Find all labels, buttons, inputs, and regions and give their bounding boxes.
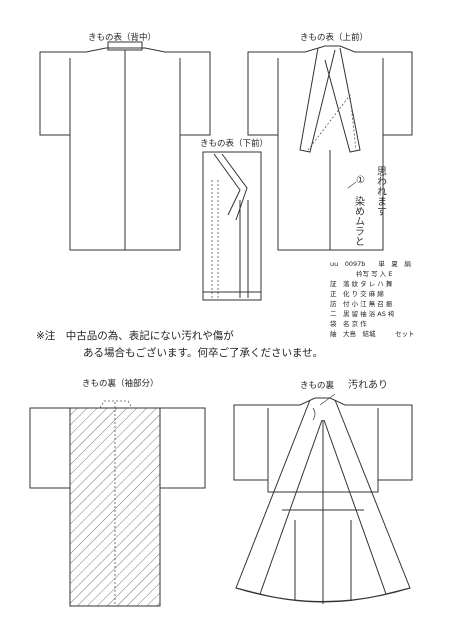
front-lower-outline — [202, 151, 262, 301]
front-upper-collar-right — [324, 47, 361, 153]
label-front-upper: きもの表（上前） — [300, 32, 368, 43]
code-row-7: 袋 名 京 作 — [330, 319, 367, 328]
inner-stain-note: 汚れあり — [348, 378, 388, 391]
front-upper-collar-left — [299, 47, 336, 153]
code-row-8: 紬 大島 結城 セット — [330, 329, 415, 338]
stain-annotation: ① 染めムラと 思われます — [353, 166, 387, 246]
stain-mark: ① — [356, 175, 365, 186]
inner-right-panel — [323, 399, 411, 595]
product-code-block: uu 0097b 単 夏 絹 衿写 写 入 E 証 落 紋 タ レ ハ 舞 正 … — [330, 259, 415, 338]
inner-stain-marker — [312, 407, 316, 421]
code-row-3: 証 落 紋 タ レ ハ 舞 — [330, 279, 393, 288]
label-inner-sleeve: きもの裏（袖部分） — [82, 378, 159, 389]
code-row-4: 正 化 り 交 麻 綿 — [330, 289, 384, 298]
label-back: きもの表（背中） — [88, 32, 156, 43]
kimono-back-diagram: きもの表（背中） — [39, 32, 211, 251]
note-line-2: ある場合もございます。何卒ご了承くださいませ。 — [83, 346, 323, 359]
back-collar — [107, 41, 143, 51]
code-row-6: 二 黒 留 袖 浴 AS 袴 — [330, 309, 395, 318]
kimono-front-upper-diagram: きもの表（上前） — [247, 32, 413, 251]
kimono-inner-diagram: きもの裏 汚れあり — [233, 378, 413, 604]
kimono-front-lower-diagram: きもの表（下前） — [200, 138, 268, 301]
stain-text-2: 思われます — [375, 166, 387, 216]
code-row-1: uu 0097b 単 夏 絹 — [330, 259, 411, 268]
stain-text-1: 染めムラと — [353, 195, 365, 246]
disclaimer-note: ※注 中古品の為、表記にない汚れや傷が ある場合もございます。何卒ご了承ください… — [36, 329, 323, 359]
stain-pointer — [347, 181, 357, 189]
label-inner: きもの裏 — [300, 380, 335, 391]
code-row-2: 衿写 写 入 E — [356, 269, 392, 278]
note-line-1: ※注 中古品の為、表記にない汚れや傷が — [36, 329, 234, 342]
label-front-lower: きもの表（下前） — [200, 138, 268, 149]
inner-left-panel — [235, 399, 323, 595]
code-row-5: 訪 付 小 江 無 召 振 — [330, 299, 393, 308]
kimono-inner-sleeve-diagram: きもの裏（袖部分） — [29, 378, 206, 607]
